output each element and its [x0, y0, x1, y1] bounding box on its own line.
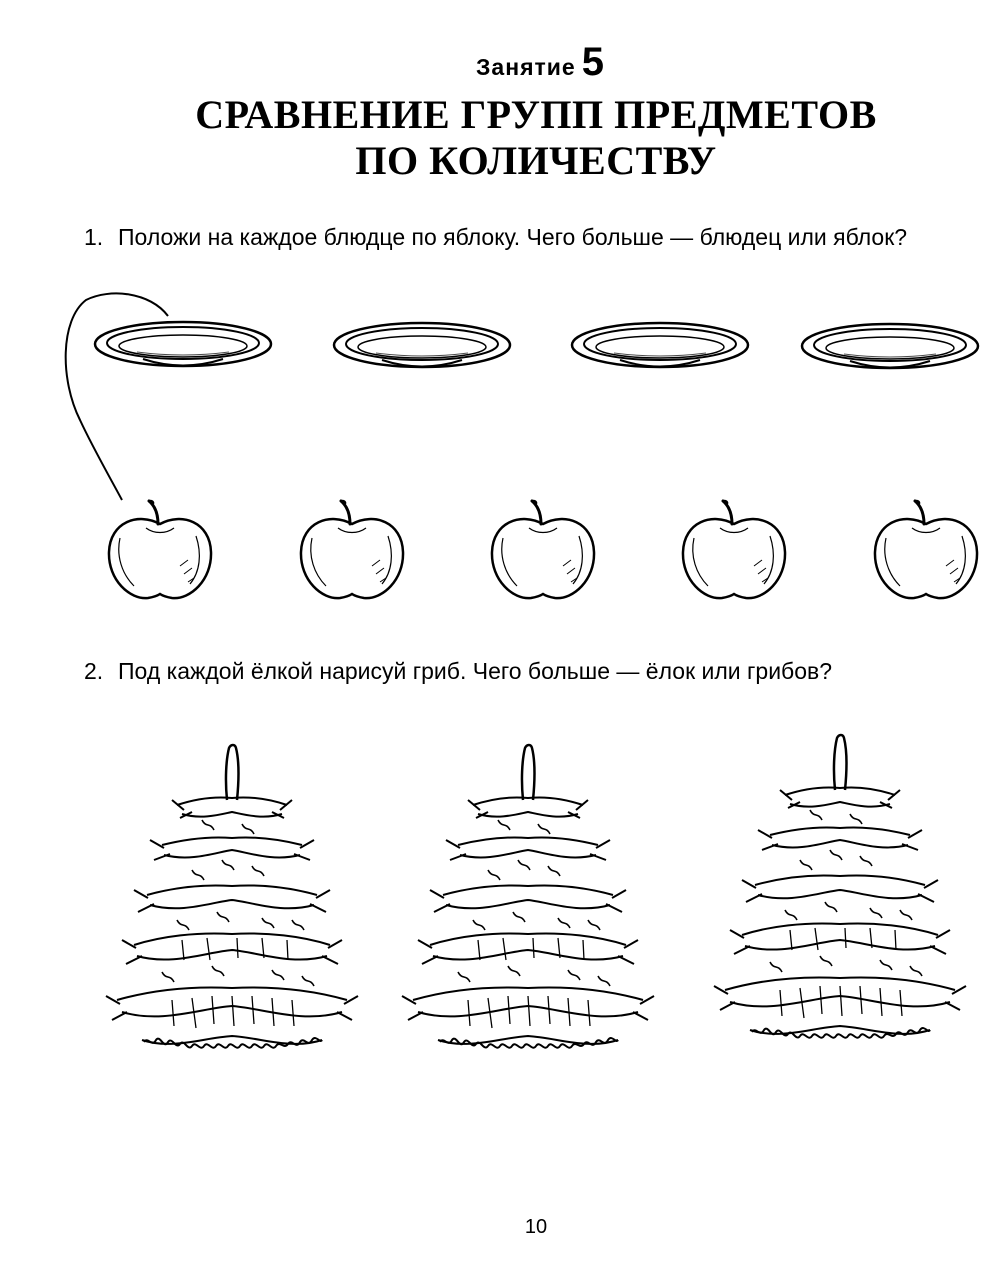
saucer [570, 321, 750, 369]
apple [681, 499, 787, 600]
page-number: 10 [524, 1216, 548, 1238]
saucer [93, 320, 273, 368]
saucer [332, 321, 512, 369]
task-text: Под каждой ёлкой нарисуй гриб. Чего боль… [118, 658, 833, 684]
title-line-2: ПО КОЛИЧЕСТВУ [355, 138, 717, 183]
task-number: 1. [84, 224, 104, 250]
apple [490, 499, 596, 600]
apple [107, 499, 213, 600]
example-connecting-line [64, 292, 169, 501]
apple [873, 499, 979, 600]
apple [299, 499, 405, 600]
lesson-word: Занятие [476, 54, 576, 80]
task-1: 1. Положи на каждое блюдце по яблоку. Че… [84, 220, 984, 254]
fir-tree [104, 743, 360, 1049]
task-2: 2. Под каждой ёлкой нарисуй гриб. Чего б… [84, 654, 984, 688]
title-line-1: СРАВНЕНИЕ ГРУПП ПРЕДМЕТОВ [195, 92, 877, 137]
lesson-number: 5 [581, 40, 604, 84]
page-title: СРАВНЕНИЕ ГРУПП ПРЕДМЕТОВ ПО КОЛИЧЕСТВУ [0, 92, 1000, 184]
saucer [800, 322, 980, 370]
fir-tree [712, 733, 968, 1039]
task-text: Положи на каждое блюдце по яблоку. Чего … [118, 224, 908, 250]
fir-tree [400, 743, 656, 1049]
task-number: 2. [84, 658, 104, 684]
